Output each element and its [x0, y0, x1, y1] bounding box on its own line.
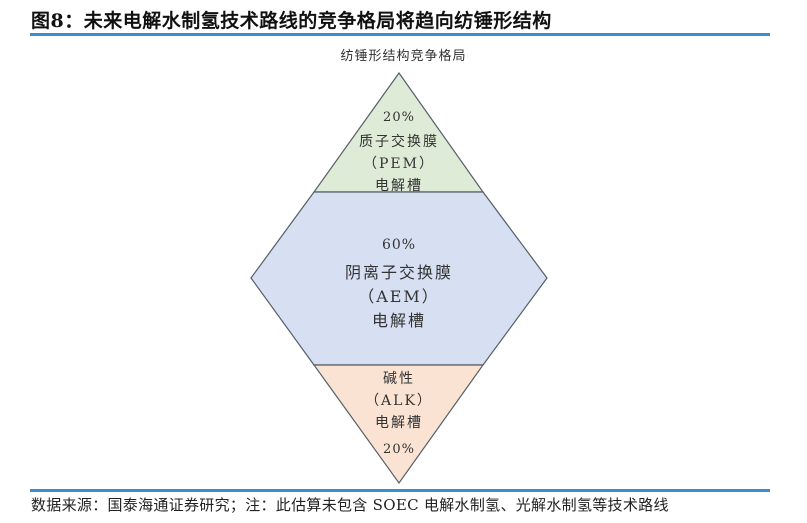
pem-name-line3: 电解槽 — [375, 178, 423, 194]
top-divider — [30, 33, 770, 36]
source-note: 数据来源：国泰海通证券研究；注：此估算未包含 SOEC 电解水制氢、光解水制氢等… — [31, 496, 669, 514]
diagram-title: 纺锤形结构竞争格局 — [340, 49, 467, 64]
alk-label: 碱性 （ALK） 电解槽 20% — [329, 368, 469, 457]
aem-name-line1: 阴离子交换膜 — [344, 263, 453, 282]
aem-name-line3: 电解槽 — [371, 311, 426, 330]
aem-percent: 60% — [381, 237, 417, 253]
bottom-divider — [30, 489, 770, 492]
pem-percent: 20% — [383, 110, 415, 125]
alk-name-line3: 电解槽 — [375, 415, 423, 431]
figure-title: 图8：未来电解水制氢技术路线的竞争格局将趋向纺锤形结构 — [31, 10, 552, 32]
pem-name-line1: 质子交换膜 — [359, 134, 439, 150]
aem-label: 60% 阴离子交换膜 （AEM） 电解槽 — [319, 237, 479, 333]
alk-name-line2: （ALK） — [365, 393, 433, 409]
alk-percent: 20% — [383, 442, 415, 457]
alk-name-line1: 碱性 — [383, 371, 415, 387]
alk-inverted-triangle — [312, 364, 485, 485]
aem-name-line2: （AEM） — [358, 287, 440, 306]
pem-label: 20% 质子交换膜 （PEM） 电解槽 — [329, 110, 469, 197]
pem-name-line2: （PEM） — [363, 156, 435, 172]
